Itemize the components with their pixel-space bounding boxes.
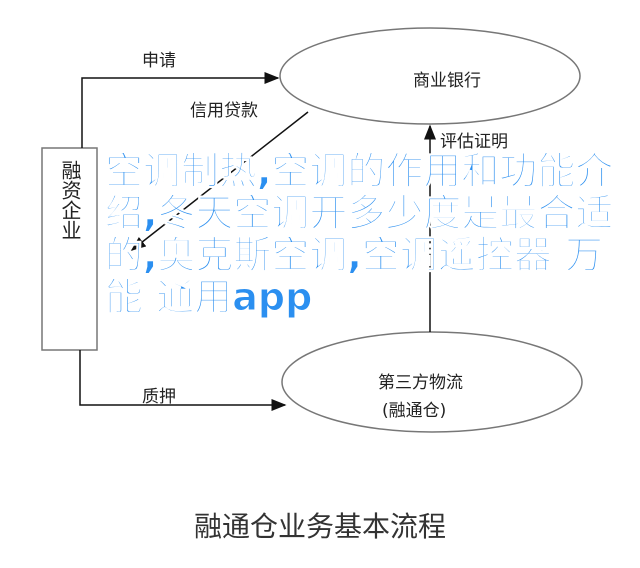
enterprise-node (41, 147, 98, 351)
diagram-title: 融通仓业务基本流程 (193, 510, 446, 543)
pledge-arrow (79, 350, 287, 411)
logistics-node (281, 331, 583, 433)
assessment-label: 评估证明 (440, 132, 508, 152)
bank-label: 商业银行 (413, 71, 481, 91)
logistics-sub-label: (融通仓) (382, 401, 447, 421)
enterprise-label: 融资企业 (58, 160, 82, 240)
apply-label: 申请 (142, 51, 176, 71)
loan-arrow (130, 111, 309, 251)
pledge-label: 质押 (142, 387, 176, 407)
overlay-caption: 空调制热,空调的作用和功能介绍,冬天空调开多少度是最合适的,奥克斯空调,空调遥控… (105, 149, 614, 319)
bank-node (279, 27, 581, 125)
apply-arrow (81, 72, 280, 148)
logistics-label: 第三方物流 (378, 373, 463, 393)
loan-label: 信用贷款 (190, 101, 258, 121)
